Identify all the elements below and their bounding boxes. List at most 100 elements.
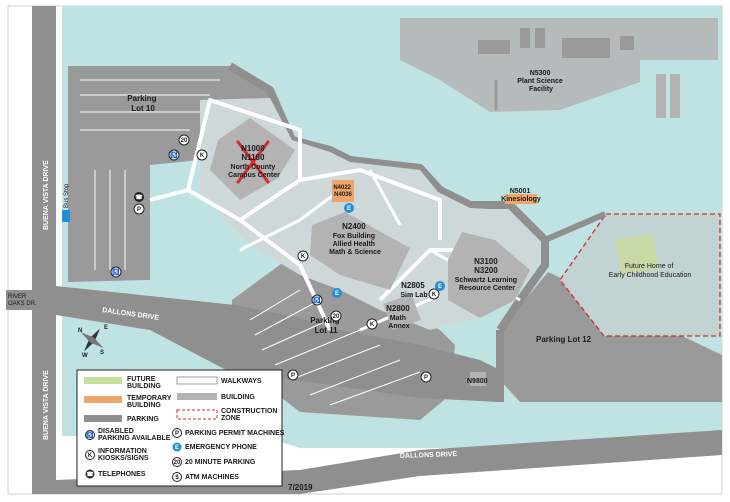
future-home-line-2: Early Childhood Education xyxy=(609,272,692,279)
telephone-icon: ☎ xyxy=(134,192,144,202)
bus-stop-label: Bus Stop xyxy=(64,183,70,208)
telephone-symbol-text: ☎ xyxy=(135,194,143,201)
n3100-line-4: Resource Center xyxy=(459,285,515,292)
label-n9800: N9800 xyxy=(467,378,488,385)
legend-box xyxy=(76,369,283,487)
legend-emergency: EMERGENCY PHONE xyxy=(185,444,257,451)
legend-twenty-min: 20 MINUTE PARKING xyxy=(185,459,256,466)
info-kiosk-icon-4: K xyxy=(428,288,440,300)
legend-telephones: TELEPHONES xyxy=(98,471,146,478)
map-date: 7/2019 xyxy=(288,483,313,492)
label-n2805: N2805 Sim Lab xyxy=(400,281,427,299)
lot-11-line-2: Lot 11 xyxy=(314,326,338,335)
river-oaks-line-2: OAKS DR. xyxy=(8,301,37,307)
disabled-parking-icon-2: ♿ xyxy=(110,266,122,278)
label-n5001: N5001 Kinesiology xyxy=(501,188,541,203)
n5300-structure-3 xyxy=(535,28,545,48)
permit-machine-icon: P xyxy=(133,203,145,215)
permit-symbol-text: P xyxy=(137,207,141,213)
walkway-diagonal xyxy=(239,188,341,252)
walkway-campus-center-loop xyxy=(186,98,302,222)
legend-telephone-icon xyxy=(85,469,95,479)
n5300-structure-1 xyxy=(478,40,510,54)
legend-construction-line-1: CONSTRUCTION xyxy=(221,408,277,415)
n5001-temporary-building xyxy=(505,194,537,204)
permit-symbol-text-2: P xyxy=(291,373,295,379)
emergency-phone-icon-2: E xyxy=(332,288,342,298)
n2400-line-2: Fox Building xyxy=(333,233,375,240)
legend-emergency-symbol: E xyxy=(175,445,179,451)
legend-telephone-symbol: ☎ xyxy=(86,471,94,478)
map-legend: FUTURE BUILDING TEMPORARY BUILDING PARKI… xyxy=(76,369,285,487)
permit-machine-icon-2: P xyxy=(287,369,299,381)
n5300-structure-4 xyxy=(562,38,610,58)
emergency-symbol-text-3: E xyxy=(438,284,442,290)
n5001-line-2: Kinesiology xyxy=(501,196,541,203)
construction-zone xyxy=(559,213,721,337)
label-parking-lot-12: Parking Lot 12 xyxy=(536,335,592,344)
bus-stop-icon xyxy=(62,210,70,222)
legend-temporary-line-2: BUILDING xyxy=(127,402,161,409)
info-kiosk-icon-2: K xyxy=(297,250,309,262)
n1000-line-4: Campus Center xyxy=(228,172,280,179)
label-future-home: Future Home of Early Childhood Education xyxy=(609,263,692,279)
compass-e: E xyxy=(104,325,108,331)
permit-machine-icon-3: P xyxy=(420,371,432,383)
n2805-line-2: Sim Lab xyxy=(400,292,427,299)
lot-10-stall-columns xyxy=(94,170,126,270)
road-label-river-oaks: RIVER OAKS DR. xyxy=(8,294,37,307)
n4022-temporary-building xyxy=(332,180,354,202)
demolition-mark xyxy=(236,140,270,184)
twenty-min-symbol-text: 20 xyxy=(181,138,188,144)
red-x-stroke-2 xyxy=(236,140,270,184)
road-label-dallons-2: DALLONS DRIVE xyxy=(400,451,458,460)
map-symbols: 20 ♿ K ☎ P ♿ E K xyxy=(110,134,445,383)
legend-swatch-future xyxy=(84,377,122,384)
legend-atm-symbol: $ xyxy=(175,475,179,481)
legend-temporary: TEMPORARY BUILDING xyxy=(127,395,173,409)
label-parking-lot-10: Parking Lot 10 xyxy=(127,94,159,113)
n5300-structure-7 xyxy=(670,74,680,118)
n5300-structure-5 xyxy=(620,36,634,50)
legend-permit-icon xyxy=(172,428,182,438)
emergency-symbol-text-2: E xyxy=(335,291,339,297)
lot-10-line-2: Lot 10 xyxy=(131,104,155,113)
disabled-parking-icon: ♿ xyxy=(168,149,180,161)
legend-parking: PARKING xyxy=(127,416,159,423)
label-n5300: N5300 Plant Science Facility xyxy=(517,70,564,93)
parking-lot-12-area xyxy=(500,272,722,402)
label-n2400: N2400 Fox Building Allied Health Math & … xyxy=(329,222,381,256)
legend-atm: ATM MACHINES xyxy=(185,474,239,481)
river-oaks-line-1: RIVER xyxy=(8,294,27,300)
emergency-symbol-text: E xyxy=(347,206,351,212)
n1000-line-2: N1100 xyxy=(241,153,265,162)
n3100-line-1: N3100 xyxy=(474,257,498,266)
walkway-south xyxy=(238,218,332,331)
legend-disabled-line-1: DISABLED xyxy=(98,428,134,435)
n5300-line-2: Plant Science xyxy=(517,78,563,85)
n2800-building xyxy=(383,293,421,331)
legend-disabled-line-2: PARKING AVAILABLE xyxy=(98,435,171,442)
label-n3100: N3100 N3200 Schwartz Learning Resource C… xyxy=(455,257,519,292)
legend-future-line-1: FUTURE xyxy=(127,376,156,383)
legend-swatch-walkways xyxy=(176,376,218,385)
compass-n: N xyxy=(78,328,82,334)
info-symbol-text-2: K xyxy=(301,254,306,260)
legend-swatch-construction xyxy=(176,409,218,420)
twenty-min-parking-icon: 20 xyxy=(178,134,190,146)
walkway-n4022 xyxy=(368,169,402,226)
legend-emergency-icon xyxy=(172,442,182,452)
future-site-access xyxy=(543,211,607,243)
n4022-line-2: N4036 xyxy=(334,192,352,198)
road-label-buena-vista-1: BUENA VISTA DRIVE xyxy=(43,160,50,230)
disabled-symbol-text: ♿ xyxy=(170,151,178,159)
legend-disabled: DISABLED PARKING AVAILABLE xyxy=(98,428,171,442)
legend-future-line-2: BUILDING xyxy=(127,383,161,390)
twenty-min-parking-icon-2: 20 xyxy=(330,310,342,322)
n3100-line-3: Schwartz Learning xyxy=(455,277,517,284)
legend-permit-symbol: P xyxy=(175,431,179,437)
legend-swatch-parking xyxy=(84,415,122,422)
info-kiosk-icon-3: K xyxy=(366,318,378,330)
compass-rose: N E W S xyxy=(78,325,108,359)
legend-atm-icon xyxy=(172,472,182,482)
